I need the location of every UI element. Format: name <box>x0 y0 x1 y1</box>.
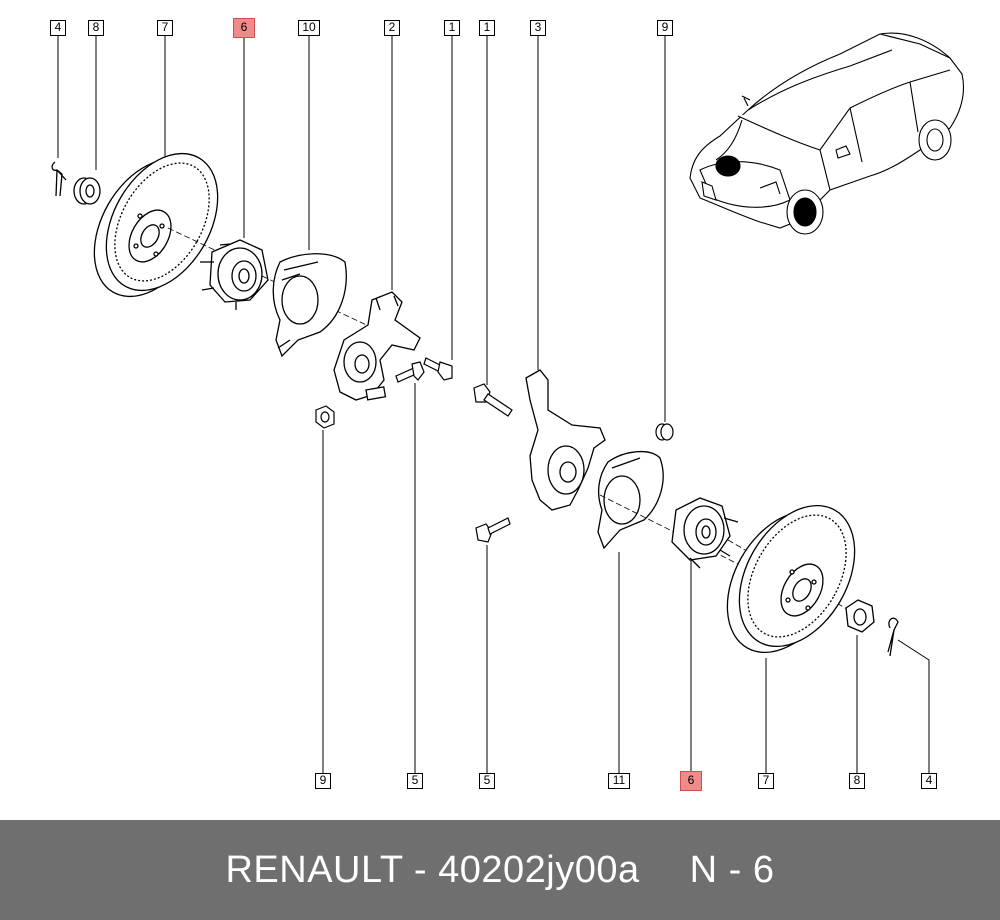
callout-11-bottom[interactable]: 11 <box>608 773 630 789</box>
part-number: 40202jy00a <box>438 848 640 891</box>
right-nut-9 <box>655 423 674 441</box>
right-wheel-hub <box>671 497 739 569</box>
right-cotter-pin <box>887 617 899 657</box>
left-bolt-1 <box>423 357 453 381</box>
brand-name: RENAULT <box>225 848 403 891</box>
right-hub-nut <box>845 599 875 633</box>
callout-8-top[interactable]: 8 <box>88 20 104 36</box>
callout-6-bottom-highlighted[interactable]: 6 <box>680 771 702 791</box>
callout-4-top[interactable]: 4 <box>50 20 66 36</box>
left-brake-disc <box>93 152 219 298</box>
left-wheel-hub <box>200 239 269 310</box>
left-nut-9 <box>315 405 335 429</box>
right-brake-disc <box>726 504 856 654</box>
callout-1-top-left[interactable]: 1 <box>444 20 460 36</box>
right-bolt-5 <box>475 517 511 543</box>
left-hub-nut <box>73 177 101 205</box>
left-splash-shield <box>272 253 347 358</box>
callout-2-top[interactable]: 2 <box>384 20 400 36</box>
callout-5-bottom-left[interactable]: 5 <box>407 773 423 789</box>
callout-10-top[interactable]: 10 <box>298 20 320 36</box>
callout-7-bottom[interactable]: 7 <box>758 773 774 789</box>
footer-bar: RENAULT - 40202jy00a N - 6 <box>0 820 1000 920</box>
exploded-parts-diagram <box>51 32 965 774</box>
callout-4-bottom[interactable]: 4 <box>921 773 937 789</box>
callout-5-bottom-right[interactable]: 5 <box>479 773 495 789</box>
callout-1-top-right[interactable]: 1 <box>479 20 495 36</box>
callout-7-top[interactable]: 7 <box>157 20 173 36</box>
car-illustration <box>689 32 965 235</box>
caption-separator: - <box>402 848 439 891</box>
left-cotter-pin <box>51 161 67 197</box>
right-splash-shield <box>597 451 664 550</box>
left-steering-knuckle <box>333 291 421 401</box>
right-steering-knuckle <box>525 369 606 511</box>
callout-9-top[interactable]: 9 <box>657 20 673 36</box>
callout-8-bottom[interactable]: 8 <box>849 773 865 789</box>
position-label: N - 6 <box>689 848 775 891</box>
callout-3-top[interactable]: 3 <box>530 20 546 36</box>
callout-9-bottom[interactable]: 9 <box>315 773 331 789</box>
left-bolt-5 <box>395 361 425 383</box>
footer-caption: RENAULT - 40202jy00a N - 6 <box>225 849 774 892</box>
right-bolt-1 <box>473 383 513 417</box>
callout-6-top-highlighted[interactable]: 6 <box>233 18 255 38</box>
